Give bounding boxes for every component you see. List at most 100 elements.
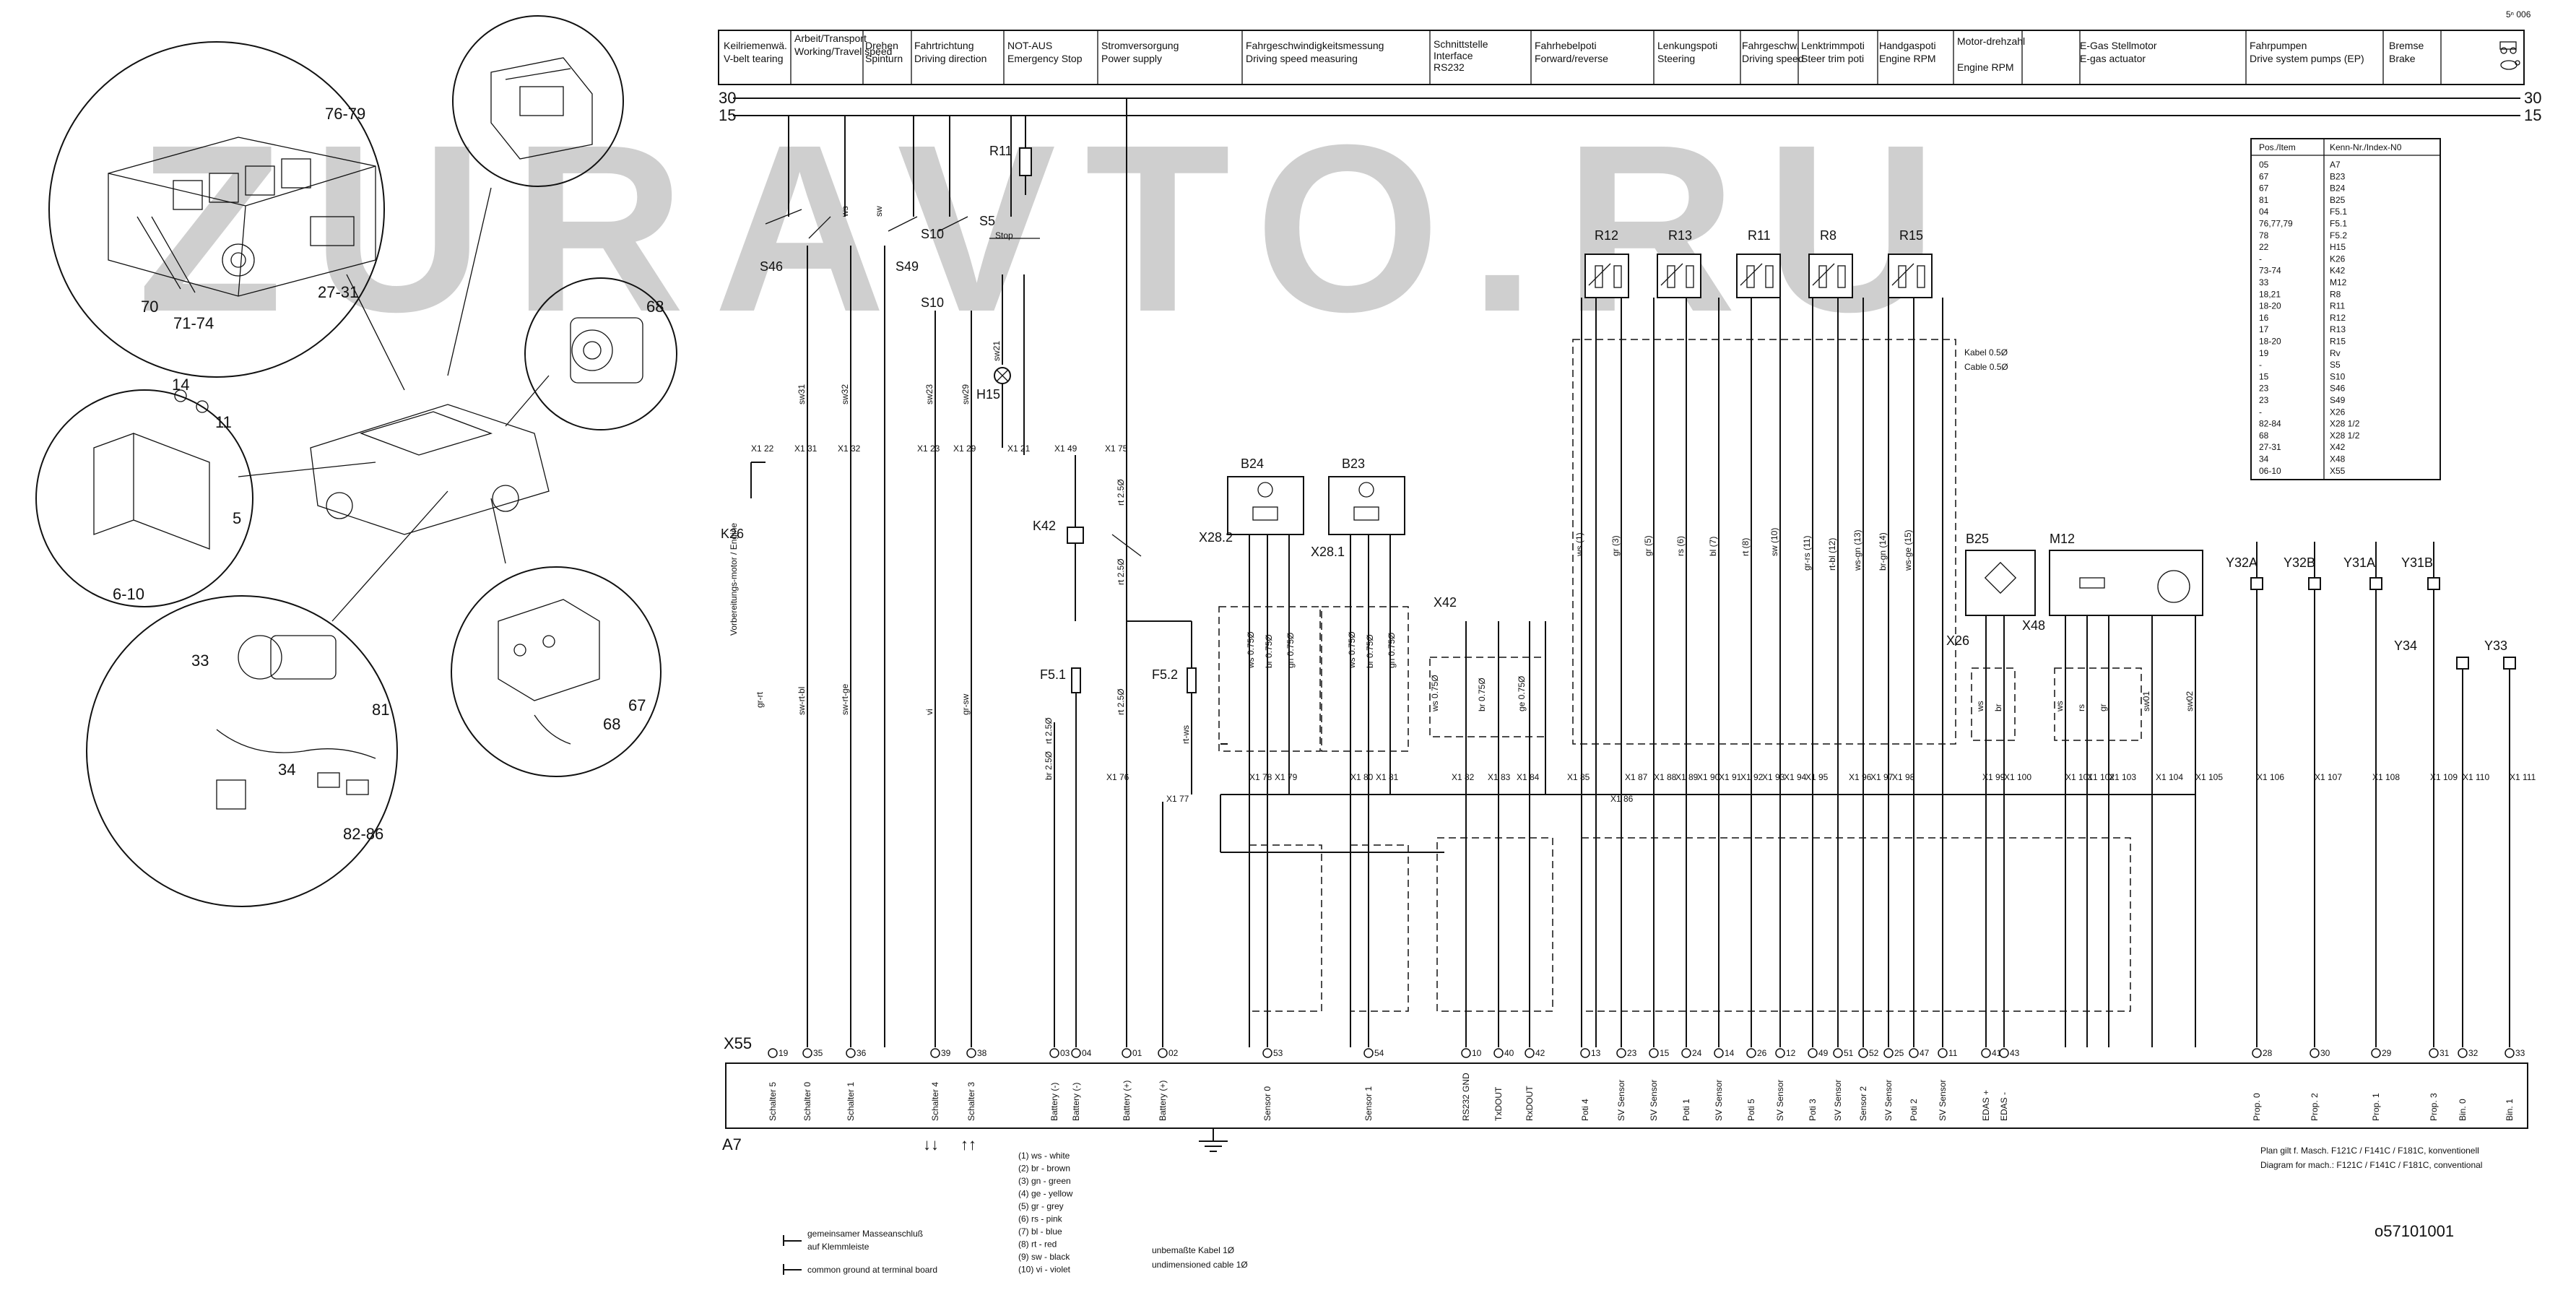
notes: gemeinsamer Masseanschluß auf Klemmleist… — [783, 1146, 2482, 1275]
terminal-label: Bin. 1 — [2505, 1099, 2515, 1121]
terminal-number: 03 — [1060, 1048, 1070, 1058]
x1-pin-label: X1 90 — [1697, 772, 1720, 782]
parts-table-index: S46 — [2330, 384, 2346, 394]
wire-color: gr (5) — [1643, 535, 1653, 556]
callout-68-bottom: 68 — [603, 715, 620, 733]
header-cell: Power supply — [1101, 53, 1162, 64]
callout-82-86: 82-86 — [343, 825, 383, 843]
sensor-detail-circle — [86, 595, 398, 907]
x1-pin-label: X1 81 — [1376, 772, 1399, 782]
rail-15-right: 15 — [2524, 106, 2541, 124]
wire-color: rt 2.5Ø — [1116, 688, 1126, 715]
S5-stop-label: Stop — [995, 230, 1013, 241]
header-cell: Steer trim poti — [1801, 53, 1864, 64]
terminal-number: 12 — [1786, 1048, 1796, 1058]
arrows-down: ↓↓ — [923, 1135, 939, 1153]
terminal-number: 23 — [1627, 1048, 1637, 1058]
legend-entry: (10) vi - violet — [1018, 1265, 1071, 1275]
tractor-icon — [2499, 41, 2517, 54]
potentiometer — [1736, 254, 1781, 298]
Y32B-label: Y32B — [2284, 555, 2315, 570]
X48-label: X48 — [2022, 618, 2045, 633]
terminal-number: 32 — [2468, 1048, 2479, 1058]
plan-note-de: Plan gilt f. Masch. F121C / F141C / F181… — [2260, 1146, 2479, 1156]
terminal-pin — [966, 1048, 976, 1058]
terminal-pin — [1909, 1048, 1919, 1058]
valve-coil — [2503, 657, 2516, 670]
parts-table-pos: 22 — [2259, 242, 2269, 252]
wire-color: vi — [924, 709, 934, 715]
parts-table-index: X42 — [2330, 442, 2346, 452]
header-cell: Interface — [1434, 50, 1473, 61]
top-wire-label: rt 2.5Ø — [1116, 479, 1126, 506]
legend-entry: (8) rt - red — [1018, 1239, 1057, 1250]
x1-pin-label: X1 88 — [1654, 772, 1677, 782]
terminal-label: Schalter 0 — [802, 1082, 812, 1121]
parts-table-pos: 18-20 — [2259, 337, 2281, 347]
callout-14: 14 — [172, 376, 189, 394]
parts-table-index: S10 — [2330, 371, 2346, 381]
parts-table-pos: 18,21 — [2259, 289, 2281, 299]
terminal-number: 42 — [1535, 1048, 1545, 1058]
F52-label: F5.2 — [1152, 667, 1178, 682]
terminal-label: SV Sensor — [1714, 1080, 1724, 1121]
parts-table-pos: 19 — [2259, 348, 2269, 358]
engine-note: Vorbereitungs-motor / Engine — [729, 523, 739, 636]
header-cell: Bremse — [2389, 40, 2424, 51]
parts-table-pos: 33 — [2259, 277, 2269, 287]
K26-label: K26 — [721, 527, 744, 541]
wire-color: sw (10) — [1769, 528, 1779, 556]
Y32A-label: Y32A — [2226, 555, 2258, 570]
x1-pin-label: X1 23 — [917, 443, 940, 454]
x1-pin-label: X1 103 — [2109, 772, 2136, 782]
B23-box — [1328, 476, 1405, 535]
x1-pin-label: X1 82 — [1452, 772, 1475, 782]
wire-color: gn 0.75Ø — [1387, 633, 1397, 668]
header-cell: Engine RPM — [1957, 61, 2014, 73]
S46-label: S46 — [760, 259, 783, 274]
terminal-label: Poti 5 — [1746, 1099, 1756, 1121]
terminal-pin — [1938, 1048, 1948, 1058]
x1-pin-label: X1 109 — [2430, 772, 2458, 782]
callout-27-31: 27-31 — [318, 283, 358, 301]
header-cell: Forward/reverse — [1535, 53, 1608, 64]
callout-71-74: 71-74 — [173, 314, 214, 332]
cable-note-de-bottom: unbemaßte Kabel 1Ø — [1152, 1245, 1234, 1255]
parts-table-pos: 73-74 — [2259, 266, 2281, 276]
header-cell: Driving speed measuring — [1246, 53, 1358, 64]
R12-label: R12 — [1595, 228, 1618, 243]
terminal-number: 13 — [1591, 1048, 1601, 1058]
X42-label: X42 — [1434, 595, 1457, 610]
header-cell: Brake — [2389, 53, 2416, 64]
parts-table-pos: 16 — [2259, 313, 2269, 323]
K42-label: K42 — [1033, 519, 1056, 533]
header-cell: Keilriemenwä. — [724, 40, 787, 51]
terminal-pin — [1122, 1048, 1132, 1058]
terminal-label: SV Sensor — [1883, 1080, 1894, 1121]
valve-detail-circle — [451, 566, 662, 777]
parts-table-index: R13 — [2330, 324, 2346, 334]
parts-table-index: Rv — [2330, 348, 2341, 358]
potentiometer — [1808, 254, 1853, 298]
B24-box — [1227, 476, 1304, 535]
legend-entry: (4) ge - yellow — [1018, 1189, 1073, 1199]
terminal-number: 14 — [1725, 1048, 1735, 1058]
parts-table-pos: 68 — [2259, 430, 2269, 441]
x1-pin-label: X1 92 — [1740, 772, 1764, 782]
legend-entry: (9) sw - black — [1018, 1252, 1070, 1262]
terminal-label: SV Sensor — [1649, 1080, 1659, 1121]
parts-table-index: F5.2 — [2330, 230, 2347, 241]
header-cell: Handgaspoti — [1879, 40, 1936, 51]
parts-table-pos: 78 — [2259, 230, 2269, 241]
parts-table-index: S49 — [2330, 395, 2346, 405]
terminal-number: 47 — [1920, 1048, 1930, 1058]
callout-6-10: 6-10 — [113, 585, 144, 603]
header-cell: E-gas actuator — [2080, 53, 2146, 64]
cable-note-de: Kabel 0.5Ø — [1964, 347, 2008, 358]
switch-section: R11 S46 S49 S10 S5 Stop S10 H15 K26 Vorb… — [721, 98, 1197, 1047]
wire-color: br 2.5Ø — [1044, 751, 1054, 780]
terminal-label: Sensor 0 — [1262, 1086, 1272, 1121]
